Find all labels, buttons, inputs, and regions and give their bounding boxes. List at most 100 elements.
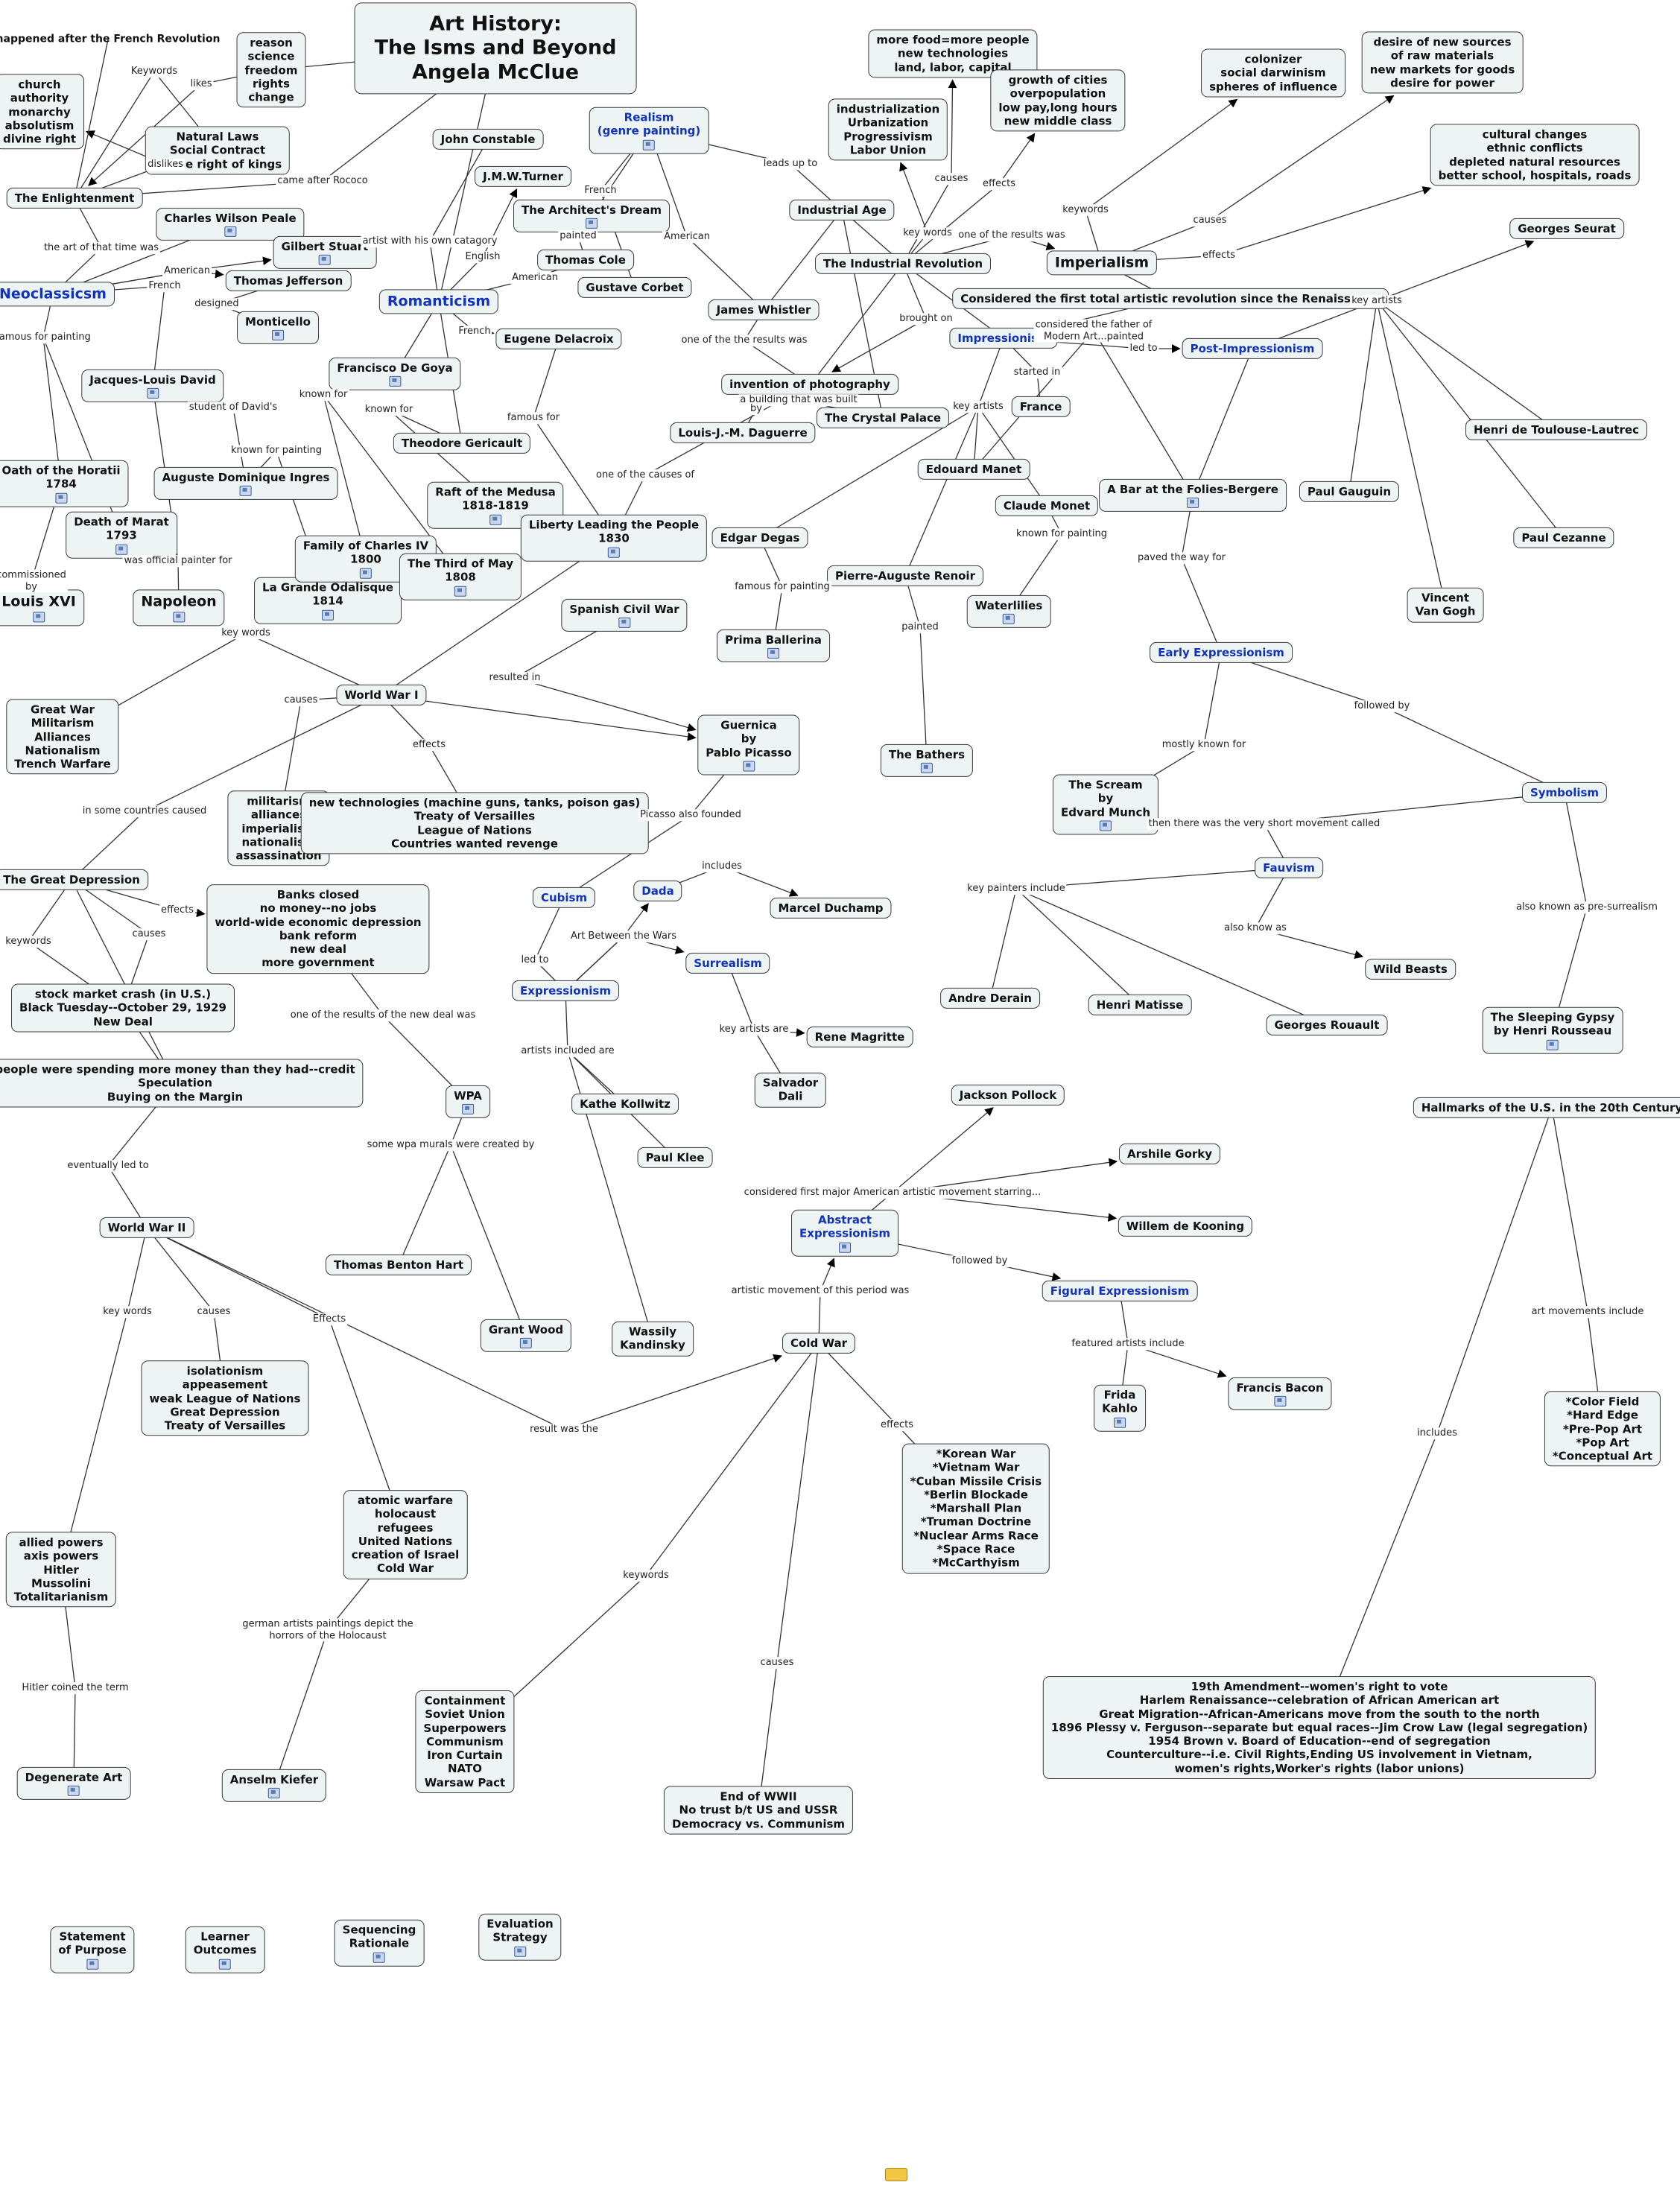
link-label-french2[interactable]: French xyxy=(457,326,492,337)
concept-node-ww2kw[interactable]: allied powers axis powers Hitler Mussoli… xyxy=(5,1532,117,1608)
concept-node-containment[interactable]: Containment Soviet Union Superpowers Com… xyxy=(415,1690,515,1794)
link-label-french1[interactable]: French xyxy=(147,280,183,292)
concept-node-gstuart[interactable]: Gilbert Stuart xyxy=(273,235,377,270)
link-label-eventually[interactable]: eventually led to xyxy=(66,1160,150,1172)
attached-resource-icon[interactable] xyxy=(267,1788,280,1799)
concept-node-ww1effects[interactable]: new technologies (machine guns, tanks, p… xyxy=(300,792,649,854)
concept-node-title[interactable]: Art History: The Isms and Beyond Angela … xyxy=(354,2,637,95)
concept-node-roman[interactable]: Romanticism xyxy=(378,289,499,314)
concept-node-gorky[interactable]: Arshile Gorky xyxy=(1118,1143,1221,1165)
concept-node-cweffects[interactable]: *Korean War *Vietnam War *Cuban Missile … xyxy=(901,1443,1050,1574)
concept-node-gwood[interactable]: Grant Wood xyxy=(480,1319,572,1353)
attached-resource-icon[interactable] xyxy=(172,612,185,623)
link-label-hitler[interactable]: Hitler coined the term xyxy=(20,1682,130,1694)
link-label-startedin[interactable]: started in xyxy=(1012,367,1062,378)
link-label-bldg[interactable]: a building that was built xyxy=(738,394,859,406)
concept-node-abstract[interactable]: Abstract Expressionism xyxy=(791,1209,898,1257)
link-label-firstamerican[interactable]: considered first major American artistic… xyxy=(742,1187,1043,1199)
concept-node-france[interactable]: France xyxy=(1011,396,1071,418)
link-label-knownfor2[interactable]: known for xyxy=(363,404,415,416)
concept-node-dada[interactable]: Dada xyxy=(633,880,682,902)
link-label-famousfor[interactable]: famous for xyxy=(505,412,562,424)
link-label-oneresult[interactable]: one of the results was xyxy=(957,229,1067,241)
link-label-effects-ww2[interactable]: Effects xyxy=(311,1313,348,1325)
concept-node-surrealism[interactable]: Surrealism xyxy=(685,952,770,974)
concept-node-gericault[interactable]: Theodore Gericault xyxy=(393,432,531,454)
attached-resource-icon[interactable] xyxy=(585,218,597,229)
concept-node-endww2[interactable]: End of WWII No trust b/t US and USSR Dem… xyxy=(663,1786,854,1835)
concept-node-reason[interactable]: reason science freedom rights change xyxy=(236,32,306,108)
link-label-somecountries[interactable]: in some countries caused xyxy=(80,805,209,817)
concept-node-derain[interactable]: Andre Derain xyxy=(940,987,1040,1009)
link-label-mostly[interactable]: mostly known for xyxy=(1160,739,1248,751)
concept-node-folies[interactable]: A Bar at the Folies-Bergere xyxy=(1099,478,1287,513)
concept-node-cubism[interactable]: Cubism xyxy=(532,887,596,909)
link-label-ledto[interactable]: led to xyxy=(1128,343,1159,355)
attached-resource-icon[interactable] xyxy=(359,568,372,579)
attached-resource-icon[interactable] xyxy=(921,763,933,774)
attached-resource-icon[interactable] xyxy=(271,330,284,341)
concept-node-whistler[interactable]: James Whistler xyxy=(708,299,820,321)
concept-node-crystal[interactable]: The Crystal Palace xyxy=(816,407,950,429)
link-label-aftrococo[interactable]: came after Rococo xyxy=(276,175,370,187)
concept-node-industrial_age[interactable]: Industrial Age xyxy=(789,199,895,221)
link-label-american1[interactable]: American xyxy=(162,265,212,277)
concept-node-archdream[interactable]: The Architect's Dream xyxy=(513,199,670,233)
concept-node-dali[interactable]: Salvador Dali xyxy=(754,1072,827,1108)
link-label-causes-ww1[interactable]: causes xyxy=(282,694,320,706)
concept-node-wpa[interactable]: WPA xyxy=(446,1085,490,1119)
concept-node-kooning[interactable]: Willem de Kooning xyxy=(1118,1215,1253,1237)
link-label-picassofounded[interactable]: Picasso also founded xyxy=(638,809,743,821)
link-label-causes-ww2[interactable]: causes xyxy=(195,1306,232,1318)
link-label-featured[interactable]: featured artists include xyxy=(1070,1338,1186,1350)
concept-node-artmov[interactable]: *Color Field *Hard Edge *Pre-Pop Art *Po… xyxy=(1544,1391,1661,1467)
concept-node-hallmarks[interactable]: Hallmarks of the U.S. in the 20th Centur… xyxy=(1413,1097,1680,1119)
attached-resource-icon[interactable] xyxy=(642,139,655,150)
concept-node-pollock[interactable]: Jackson Pollock xyxy=(951,1084,1065,1106)
concept-node-spanishcw[interactable]: Spanish Civil War xyxy=(561,598,688,632)
concept-node-kollwitz[interactable]: Kathe Kollwitz xyxy=(571,1093,679,1115)
attached-resource-icon[interactable] xyxy=(1099,820,1112,831)
link-label-resultwas[interactable]: result was the xyxy=(528,1424,600,1436)
concept-node-colonizer[interactable]: colonizer social darwinism spheres of in… xyxy=(1201,48,1345,98)
link-label-keyartists1[interactable]: key artists xyxy=(951,401,1005,413)
link-label-artmovinclude[interactable]: art movements include xyxy=(1530,1306,1646,1318)
link-label-keywords-enl[interactable]: Keywords xyxy=(129,66,180,77)
concept-node-magritte[interactable]: Rene Magritte xyxy=(806,1026,913,1048)
link-label-shortmov[interactable]: then there was the very short movement c… xyxy=(1147,818,1382,830)
concept-node-banks[interactable]: Banks closed no money--no jobs world-wid… xyxy=(206,884,430,974)
concept-node-frida[interactable]: Frida Kahlo xyxy=(1094,1384,1146,1432)
link-label-keywords-ww1[interactable]: key words xyxy=(220,627,272,639)
attached-resource-icon[interactable] xyxy=(767,648,779,659)
link-label-wpamurals[interactable]: some wpa murals were created by xyxy=(365,1139,536,1151)
attached-resource-icon[interactable] xyxy=(239,486,252,497)
attached-resource-icon[interactable] xyxy=(1273,1396,1286,1407)
link-label-american2[interactable]: American xyxy=(510,272,560,284)
concept-node-church[interactable]: church authority monarchy absolutism div… xyxy=(0,74,84,150)
concept-node-imperialism[interactable]: Imperialism xyxy=(1046,250,1158,276)
link-label-leadsto[interactable]: leads up to xyxy=(761,158,820,170)
concept-node-kiefer[interactable]: Anselm Kiefer xyxy=(221,1769,327,1803)
concept-node-bacon[interactable]: Francis Bacon xyxy=(1228,1377,1332,1411)
concept-node-turner[interactable]: J.M.W.Turner xyxy=(475,165,571,188)
link-label-causes-gd[interactable]: causes xyxy=(130,928,168,940)
link-label-effects-cw[interactable]: effects xyxy=(879,1419,915,1431)
concept-node-gauguin[interactable]: Paul Gauguin xyxy=(1299,481,1400,503)
link-label-keyartistsare[interactable]: key artists are xyxy=(717,1024,790,1036)
link-label-fathermodern[interactable]: considered the father of Modern Art...pa… xyxy=(1033,319,1154,343)
link-label-newdeal[interactable]: one of the results of the new deal was xyxy=(288,1009,478,1021)
concept-node-symbolism[interactable]: Symbolism xyxy=(1521,781,1608,804)
link-label-french3[interactable]: French xyxy=(583,185,618,197)
link-label-keywords-ww2[interactable]: key words xyxy=(101,1306,153,1318)
concept-node-ingres[interactable]: Auguste Dominique Ingres xyxy=(153,466,338,501)
concept-node-ww1[interactable]: World War I xyxy=(336,684,427,706)
concept-node-crash[interactable]: stock market crash (in U.S.) Black Tuesd… xyxy=(11,983,235,1033)
link-label-followed2[interactable]: followed by xyxy=(950,1255,1009,1267)
concept-node-guernica[interactable]: Guernica by Pablo Picasso xyxy=(697,714,800,776)
concept-node-bathers[interactable]: The Bathers xyxy=(880,743,974,778)
attached-resource-icon[interactable] xyxy=(743,761,755,772)
link-label-likes[interactable]: likes xyxy=(188,78,214,90)
link-label-knownfor1[interactable]: known for xyxy=(297,389,349,401)
concept-node-monti[interactable]: Monticello xyxy=(237,311,319,345)
concept-node-realism[interactable]: Realism (genre painting) xyxy=(589,107,709,154)
